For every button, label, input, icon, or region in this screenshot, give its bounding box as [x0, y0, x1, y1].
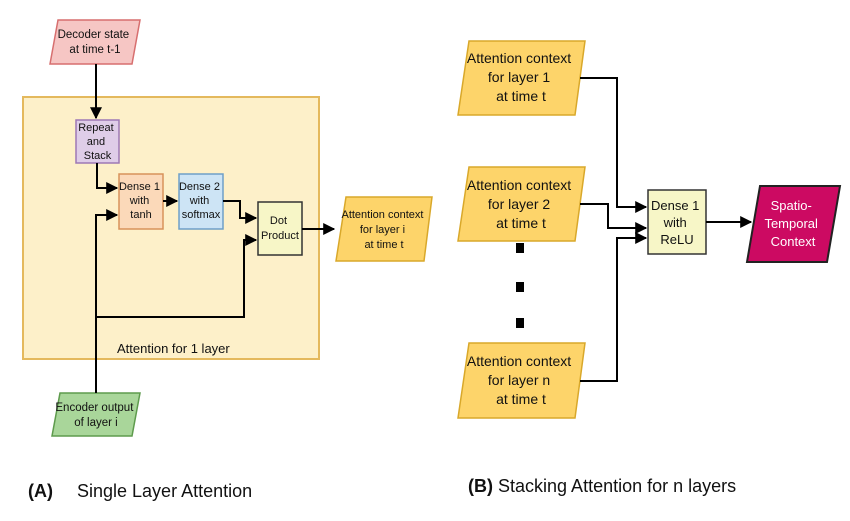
caption-a: (A) Single Layer Attention [28, 481, 252, 502]
spatio-temporal-node [745, 185, 842, 263]
ellipsis-dot-2 [516, 282, 524, 292]
spatio-line1: Spatio- [771, 198, 812, 213]
svg-text:Attention context for la: Attention context for layer 1 at time t [467, 50, 575, 104]
encoder-output-node [51, 392, 141, 437]
svg-text:Dense 1 with tanh: Dense 1 with tanh [119, 181, 163, 221]
dense2-line1: Dense 2 [179, 181, 220, 193]
svg-text:Repeat and Stack: Repeat and Stack [78, 122, 117, 162]
relu-line2: with [663, 215, 687, 230]
ctx1-line3: at time t [496, 88, 546, 104]
ctx1-line2: for layer 1 [488, 69, 550, 85]
repeat-stack-line3: Stack [84, 150, 112, 162]
attention-i-line2: for layer i [360, 224, 405, 236]
dense2-line2: with [189, 195, 210, 207]
dense1-tanh-node [118, 173, 164, 230]
spatio-line3: Context [771, 234, 816, 249]
edge-ctxn-to-dense [580, 232, 648, 382]
svg-text:Attention context for la: Attention context for layer i at time t [341, 209, 426, 251]
edge-encoder-up [95, 209, 119, 393]
ctx2-line2: for layer 2 [488, 196, 550, 212]
svg-text:Spatio- Temporal C: Spatio- Temporal Context [764, 198, 821, 249]
caption-b: (B) Stacking Attention for n layers [468, 476, 736, 497]
relu-line1: Dense 1 [651, 198, 699, 213]
repeat-stack-node [75, 119, 120, 164]
dot-product-node [257, 201, 303, 256]
ctx-layern-node [457, 342, 586, 419]
dense1-line2: with [129, 195, 150, 207]
ctx2-line3: at time t [496, 215, 546, 231]
attention-context-i-node [335, 196, 433, 262]
repeat-stack-line2: and [87, 136, 105, 148]
attention-i-line1: Attention context [341, 209, 423, 221]
encoder-output-line2: of layer i [74, 417, 117, 429]
decoder-state-line2: at time t-1 [69, 44, 120, 56]
svg-text:Encoder output of layer: Encoder output of layer i [55, 402, 136, 429]
ctx-layer1-node [457, 40, 586, 116]
dense1-line1: Dense 1 [119, 181, 160, 193]
repeat-stack-line1: Repeat [78, 122, 113, 134]
ctxn-line2: for layer n [488, 372, 550, 388]
spatio-line2: Temporal [764, 216, 818, 231]
edge-encoder-to-dot [96, 234, 258, 318]
edge-dense2-to-dot [223, 200, 258, 224]
edge-ctx2-to-dense [580, 203, 648, 234]
ctxn-line3: at time t [496, 391, 546, 407]
svg-text:Dense 2 with softm: Dense 2 with softmax [179, 181, 223, 221]
relu-line3: ReLU [660, 232, 693, 247]
dense2-softmax-node [178, 173, 224, 230]
ctx-layer2-node [457, 166, 586, 242]
svg-text:Dense 1 with ReLU: Dense 1 with ReLU [651, 198, 703, 247]
dot-product-line1: Dot [270, 215, 287, 227]
svg-text:Attention context for la: Attention context for layer 2 at time t [467, 177, 575, 231]
dot-product-line2: Product [261, 230, 299, 242]
container-label: Attention for 1 layer [117, 341, 230, 356]
ellipsis-dot-3 [516, 318, 524, 328]
edge-ctx1-to-dense [580, 77, 648, 213]
dense1-line3: tanh [130, 209, 151, 221]
decoder-state-node [49, 19, 141, 65]
svg-text:Decoder state at time t-: Decoder state at time t-1 [58, 29, 133, 56]
decoder-state-line1: Decoder state [58, 29, 130, 41]
edge-repeat-to-dense1 [96, 163, 119, 194]
ctx2-line1: Attention context [467, 177, 571, 193]
attention-i-line3: at time t [364, 239, 403, 251]
ctxn-line1: Attention context [467, 353, 571, 369]
ellipsis-dot-1 [516, 243, 524, 253]
caption-b-letter: (B) [468, 476, 493, 496]
svg-text:Dot Product: Dot Product [261, 215, 299, 242]
svg-text:Attention context for la: Attention context for layer n at time t [467, 353, 575, 407]
ctx1-line1: Attention context [467, 50, 571, 66]
caption-a-text: Single Layer Attention [77, 481, 253, 501]
encoder-output-line1: Encoder output [55, 402, 134, 414]
dense2-line3: softmax [182, 209, 221, 221]
caption-b-text: Stacking Attention for n layers [498, 476, 737, 496]
caption-a-letter: (A) [28, 481, 53, 501]
